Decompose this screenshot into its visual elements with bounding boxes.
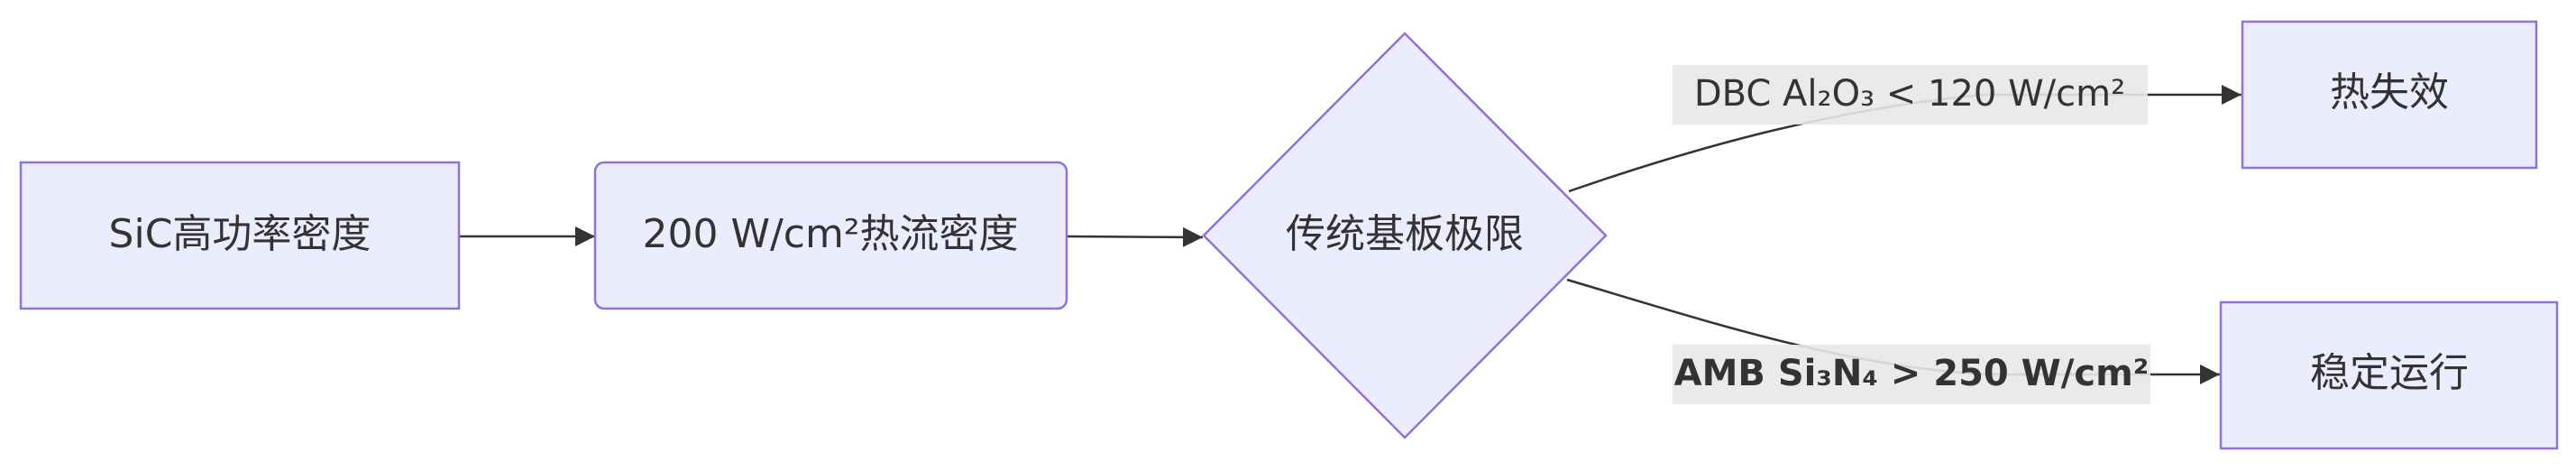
node-decision: 传统基板极限 — [1202, 32, 1608, 439]
node-heatflux-label: 200 W/cm²热流密度 — [643, 211, 1019, 257]
edge-label-dbc-text: DBC Al₂O₃ < 120 W/cm² — [1694, 73, 2125, 115]
node-sic-box — [19, 161, 461, 310]
edge-label-amb-text: AMB Si₃N₄ > 250 W/cm² — [1674, 353, 2150, 394]
edge-label-amb: AMB Si₃N₄ > 250 W/cm² — [1673, 345, 2150, 404]
node-heatflux-box — [593, 161, 1068, 310]
node-stable-box — [2219, 300, 2559, 450]
edge-label-dbc: DBC Al₂O₃ < 120 W/cm² — [1673, 65, 2148, 125]
node-failure-box — [2241, 20, 2538, 170]
node-heatflux: 200 W/cm²热流密度 — [593, 161, 1068, 310]
node-stable-label: 稳定运行 — [2310, 350, 2469, 396]
node-sic-label: SiC高功率密度 — [109, 211, 371, 257]
node-failure: 热失效 — [2241, 20, 2538, 170]
node-decision-diamond — [1202, 32, 1608, 439]
node-decision-label: 传统基板极限 — [1286, 211, 1524, 257]
node-failure-label: 热失效 — [2330, 69, 2449, 115]
edge-label-dbc-bg — [1673, 65, 2148, 125]
node-stable: 稳定运行 — [2219, 300, 2559, 450]
edge-label-amb-bg — [1673, 345, 2150, 404]
edge-heatflux-to-decision — [1066, 226, 1204, 247]
node-sic: SiC高功率密度 — [19, 161, 461, 310]
